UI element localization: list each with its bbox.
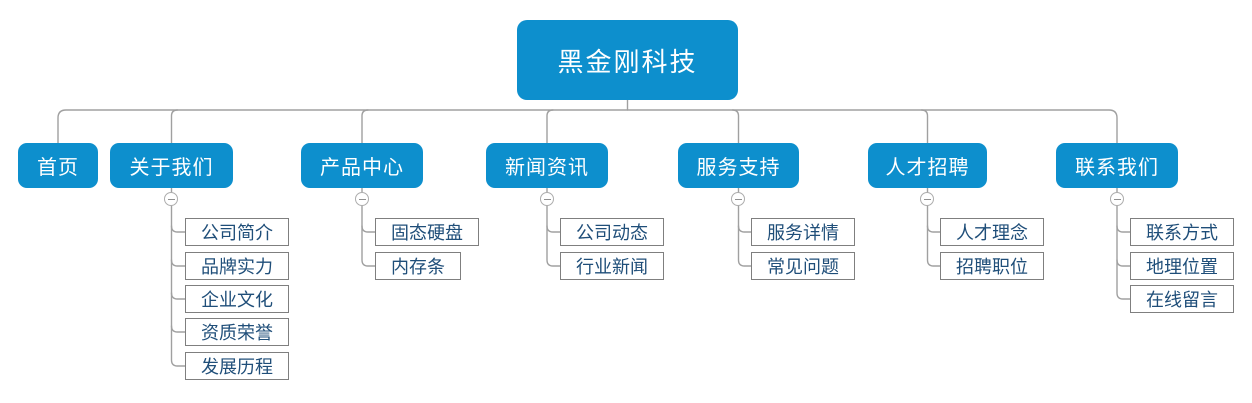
leaf-service-details[interactable]: 服务详情 xyxy=(751,218,855,246)
node-contact[interactable]: 联系我们 xyxy=(1056,143,1178,188)
leaf-development-history[interactable]: 发展历程 xyxy=(185,352,289,380)
node-products[interactable]: 产品中心 xyxy=(301,143,423,188)
node-root[interactable]: 黑金刚科技 xyxy=(517,20,738,100)
node-products-label: 产品中心 xyxy=(320,157,404,179)
leaf-ssd[interactable]: 固态硬盘 xyxy=(375,218,479,246)
minus-icon xyxy=(923,198,931,200)
minus-icon xyxy=(543,198,551,200)
node-news[interactable]: 新闻资讯 xyxy=(486,143,608,188)
leaf-online-message[interactable]: 在线留言 xyxy=(1130,285,1234,313)
leaf-label: 人才理念 xyxy=(956,223,1028,243)
leaf-label: 固态硬盘 xyxy=(391,223,463,243)
minus-icon xyxy=(734,198,742,200)
collapse-toggle-contact[interactable] xyxy=(1110,192,1124,206)
leaf-corporate-culture[interactable]: 企业文化 xyxy=(185,285,289,313)
leaf-label: 内存条 xyxy=(391,257,445,277)
node-contact-label: 联系我们 xyxy=(1075,157,1159,179)
leaf-label: 地理位置 xyxy=(1146,257,1218,277)
leaf-label: 企业文化 xyxy=(201,290,273,310)
leaf-label: 联系方式 xyxy=(1146,223,1218,243)
leaf-label: 行业新闻 xyxy=(576,257,648,277)
leaf-label: 公司简介 xyxy=(201,223,273,243)
collapse-toggle-support[interactable] xyxy=(731,192,745,206)
collapse-toggle-jobs[interactable] xyxy=(920,192,934,206)
leaf-label: 公司动态 xyxy=(576,223,648,243)
node-jobs-label: 人才招聘 xyxy=(885,157,970,179)
leaf-label: 品牌实力 xyxy=(201,257,273,277)
node-about[interactable]: 关于我们 xyxy=(110,143,233,188)
leaf-label: 资质荣誉 xyxy=(201,323,273,343)
leaf-memory-module[interactable]: 内存条 xyxy=(375,252,461,280)
minus-icon xyxy=(1113,198,1121,200)
leaf-brand-strength[interactable]: 品牌实力 xyxy=(185,252,289,280)
node-home[interactable]: 首页 xyxy=(18,143,98,188)
leaf-label: 招聘职位 xyxy=(956,257,1028,277)
minus-icon xyxy=(358,198,366,200)
node-support-label: 服务支持 xyxy=(696,157,781,179)
node-home-label: 首页 xyxy=(37,157,79,179)
leaf-company-news[interactable]: 公司动态 xyxy=(560,218,664,246)
leaf-label: 发展历程 xyxy=(201,357,273,377)
node-root-label: 黑金刚科技 xyxy=(557,46,698,77)
leaf-label: 常见问题 xyxy=(767,257,839,277)
collapse-toggle-news[interactable] xyxy=(540,192,554,206)
node-about-label: 关于我们 xyxy=(129,157,214,179)
leaf-qualifications-honors[interactable]: 资质荣誉 xyxy=(185,318,289,346)
leaf-faq[interactable]: 常见问题 xyxy=(751,252,855,280)
leaf-talent-philosophy[interactable]: 人才理念 xyxy=(940,218,1044,246)
leaf-industry-news[interactable]: 行业新闻 xyxy=(560,252,664,280)
leaf-job-openings[interactable]: 招聘职位 xyxy=(940,252,1044,280)
minus-icon xyxy=(167,198,175,200)
collapse-toggle-about[interactable] xyxy=(164,192,178,206)
leaf-label: 在线留言 xyxy=(1146,290,1218,310)
leaf-contact-info[interactable]: 联系方式 xyxy=(1130,218,1234,246)
leaf-company-profile[interactable]: 公司简介 xyxy=(185,218,289,246)
leaf-location[interactable]: 地理位置 xyxy=(1130,252,1234,280)
node-news-label: 新闻资讯 xyxy=(505,157,589,179)
collapse-toggle-products[interactable] xyxy=(355,192,369,206)
leaf-label: 服务详情 xyxy=(767,223,839,243)
node-jobs[interactable]: 人才招聘 xyxy=(868,143,987,188)
node-support[interactable]: 服务支持 xyxy=(678,143,799,188)
